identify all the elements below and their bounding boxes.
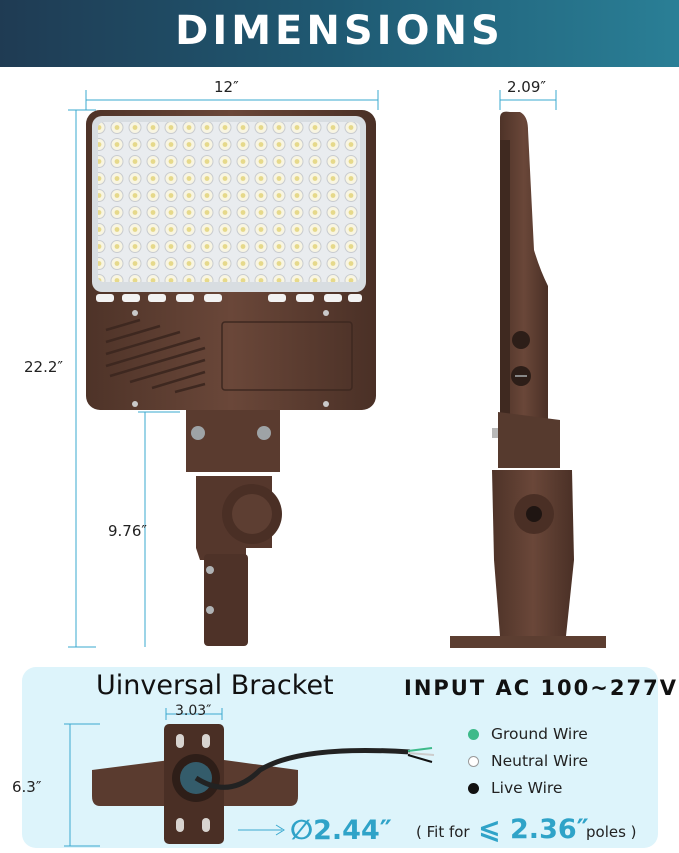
product-figure bbox=[68, 90, 606, 648]
bracket-title: Uinversal Bracket bbox=[96, 670, 334, 701]
bracket-width-dimension: 3.03″ bbox=[175, 703, 212, 719]
page-title: DIMENSIONS bbox=[175, 8, 504, 54]
ground-wire-label: Ground Wire bbox=[491, 725, 588, 743]
live-wire-label: Live Wire bbox=[491, 779, 563, 797]
neutral-wire-label: Neutral Wire bbox=[491, 752, 588, 770]
ground-wire-dot bbox=[468, 728, 479, 740]
wire-legend-neutral: Neutral Wire bbox=[468, 750, 588, 772]
pole-diameter: ∅2.44″ bbox=[290, 815, 392, 846]
live-wire-dot bbox=[468, 782, 479, 794]
pole-fit-prefix: ( Fit for bbox=[416, 823, 470, 841]
bracket-height-dimension: 6.3″ bbox=[12, 778, 42, 796]
side-view bbox=[450, 111, 606, 648]
depth-dimension: 2.09″ bbox=[507, 78, 547, 96]
arm-dimension: 9.76″ bbox=[108, 522, 148, 540]
height-dimension: 22.2″ bbox=[24, 358, 64, 376]
neutral-wire-dot bbox=[468, 755, 479, 767]
header-banner bbox=[0, 0, 679, 67]
input-voltage-title: INPUT AC 100~277V bbox=[404, 676, 678, 700]
wire-legend-live: Live Wire bbox=[468, 777, 562, 799]
pole-fit-suffix: poles ) bbox=[586, 823, 637, 841]
width-dimension: 12″ bbox=[214, 78, 239, 96]
wire-legend-ground: Ground Wire bbox=[468, 723, 588, 745]
pole-fit-value: ⩽ 2.36″ bbox=[478, 814, 589, 845]
front-view bbox=[86, 110, 376, 646]
dimension-guides bbox=[68, 90, 557, 648]
